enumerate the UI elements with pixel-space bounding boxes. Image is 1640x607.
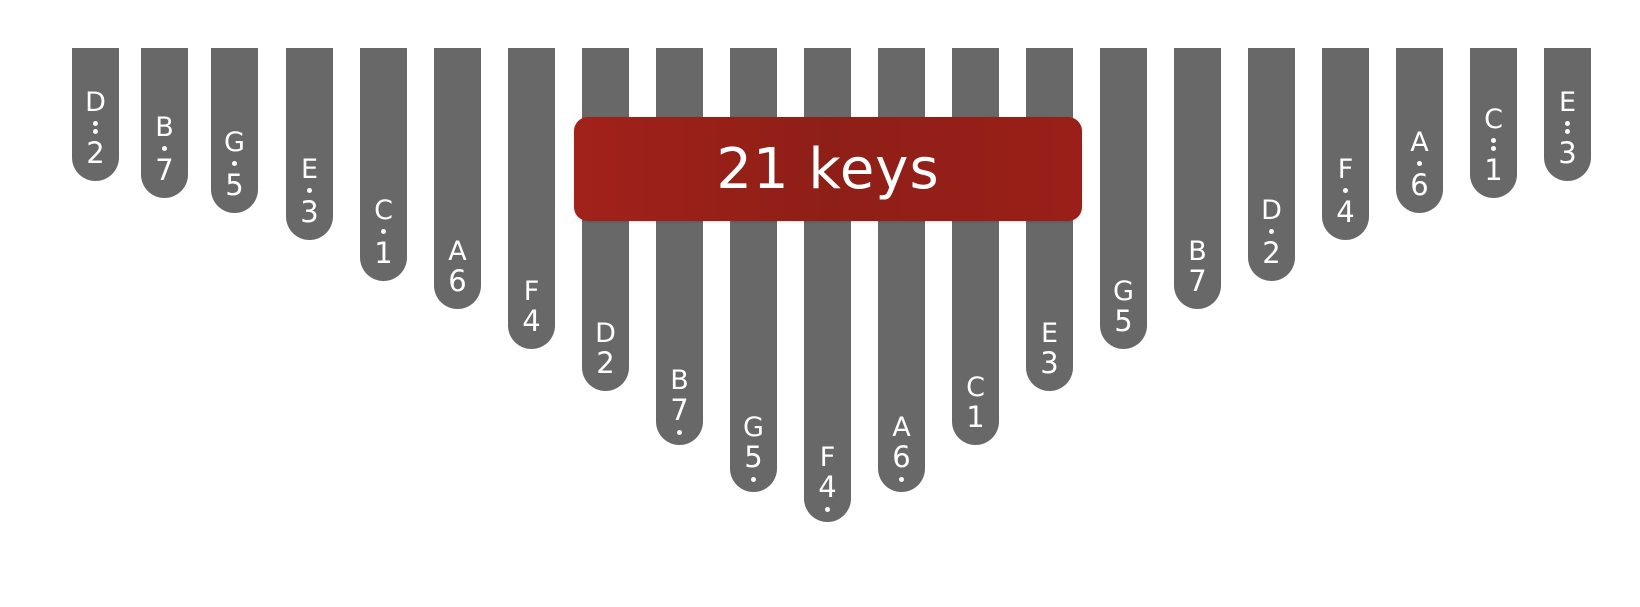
key-number-label: 5	[1114, 304, 1133, 338]
key-number-label: 3	[1558, 136, 1577, 170]
octave-dot	[1343, 188, 1348, 193]
key-note-label: B	[1188, 236, 1207, 267]
octave-dot	[1491, 138, 1496, 143]
octave-dots-low	[751, 477, 756, 482]
octave-dot	[1417, 161, 1422, 166]
octave-dots-low	[677, 430, 682, 435]
octave-dot	[1491, 146, 1496, 151]
key-note-label: A	[1410, 127, 1429, 158]
octave-dot	[93, 129, 98, 134]
octave-dots-below	[381, 229, 386, 234]
octave-dots-low	[825, 507, 830, 512]
key-note-label: C	[374, 195, 393, 226]
key-note-label: D	[85, 87, 106, 118]
key-count-label: 21 keys	[716, 136, 940, 202]
octave-dots-below	[232, 161, 237, 166]
key-number-label: 4	[522, 304, 541, 338]
octave-dot	[232, 161, 237, 166]
octave-dot	[1565, 129, 1570, 134]
key-note-label: D	[1261, 195, 1282, 226]
octave-dots-below	[1565, 121, 1570, 134]
key-note-label: F	[1337, 154, 1354, 185]
octave-dots-below	[1343, 188, 1348, 193]
key-note-label: E	[1558, 87, 1577, 118]
octave-dots-below	[162, 146, 167, 151]
key-note-label: D	[595, 318, 616, 349]
key-number-label: 5	[225, 168, 244, 202]
key-number-label: 6	[1410, 168, 1429, 202]
key-note-label: G	[224, 127, 245, 158]
key-number-label: 2	[1262, 236, 1281, 270]
key-note-label: E	[300, 154, 319, 185]
key-number-label: 7	[155, 153, 174, 187]
octave-dot	[751, 477, 756, 482]
octave-dots-below	[93, 121, 98, 134]
key-number-label: 4	[1336, 195, 1355, 229]
key-number-label: 6	[892, 440, 911, 474]
key-number-label: 5	[744, 440, 763, 474]
key-number-label: 7	[1188, 264, 1207, 298]
key-number-label: 1	[374, 236, 393, 270]
key-note-label: E	[1040, 318, 1059, 349]
octave-dot	[1565, 121, 1570, 126]
key-count-banner: 21 keys	[574, 117, 1082, 221]
key-number-label: 2	[596, 346, 615, 380]
octave-dot	[1269, 229, 1274, 234]
octave-dots-below	[1491, 138, 1496, 151]
key-note-label: C	[966, 372, 985, 403]
key-number-label: 1	[966, 400, 985, 434]
key-note-label: G	[743, 412, 764, 443]
octave-dot	[162, 146, 167, 151]
key-note-label: C	[1484, 104, 1503, 135]
octave-dot	[93, 121, 98, 126]
octave-dots-below	[1269, 229, 1274, 234]
octave-dot	[307, 188, 312, 193]
key-number-label: 4	[818, 470, 837, 504]
octave-dot	[899, 477, 904, 482]
key-number-label: 2	[86, 136, 105, 170]
key-number-label: 6	[448, 264, 467, 298]
key-note-label: B	[155, 112, 174, 143]
key-note-label: B	[670, 365, 689, 396]
key-number-label: 1	[1484, 153, 1503, 187]
octave-dot	[381, 229, 386, 234]
key-note-label: A	[892, 412, 911, 443]
key-note-label: G	[1113, 276, 1134, 307]
key-note-label: F	[819, 442, 836, 473]
octave-dot	[825, 507, 830, 512]
octave-dots-below	[307, 188, 312, 193]
octave-dot	[677, 430, 682, 435]
key-number-label: 7	[670, 393, 689, 427]
octave-dots-low	[899, 477, 904, 482]
octave-dots-below	[1417, 161, 1422, 166]
key-note-label: F	[523, 276, 540, 307]
key-note-label: A	[448, 236, 467, 267]
key-number-label: 3	[300, 195, 319, 229]
key-number-label: 3	[1040, 346, 1059, 380]
